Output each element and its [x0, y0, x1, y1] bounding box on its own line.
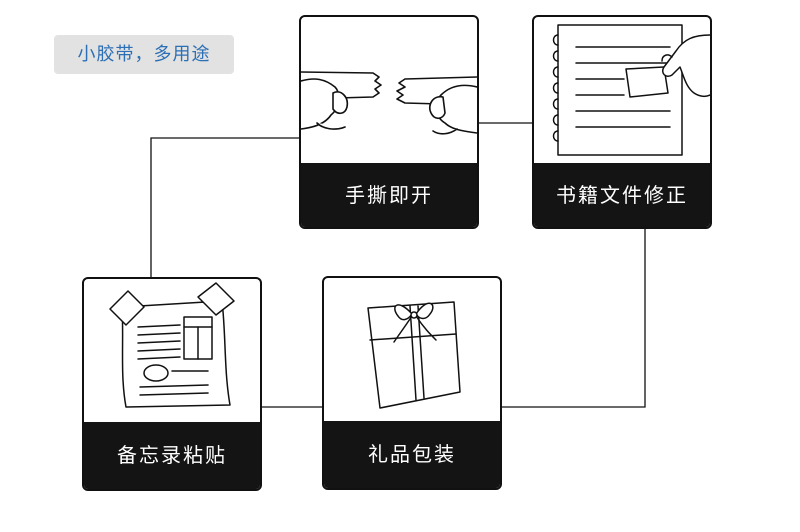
feature-card-memo-sticking: 备忘录粘贴 — [82, 277, 262, 491]
tearing-tape-icon — [301, 17, 477, 163]
document-correction-icon — [534, 17, 710, 163]
feature-card-document-correction: 书籍文件修正 — [532, 15, 712, 229]
gift-box-icon — [324, 278, 500, 421]
card-caption: 书籍文件修正 — [534, 163, 710, 227]
feature-card-gift-wrapping: 礼品包装 — [322, 276, 502, 490]
card-caption: 礼品包装 — [324, 421, 500, 488]
card-caption: 备忘录粘贴 — [84, 422, 260, 489]
feature-card-hand-tear: 手撕即开 — [299, 15, 479, 229]
slogan-tag: 小胶带，多用途 — [54, 35, 234, 74]
card-caption: 手撕即开 — [301, 163, 477, 227]
taped-memo-icon — [84, 279, 260, 422]
